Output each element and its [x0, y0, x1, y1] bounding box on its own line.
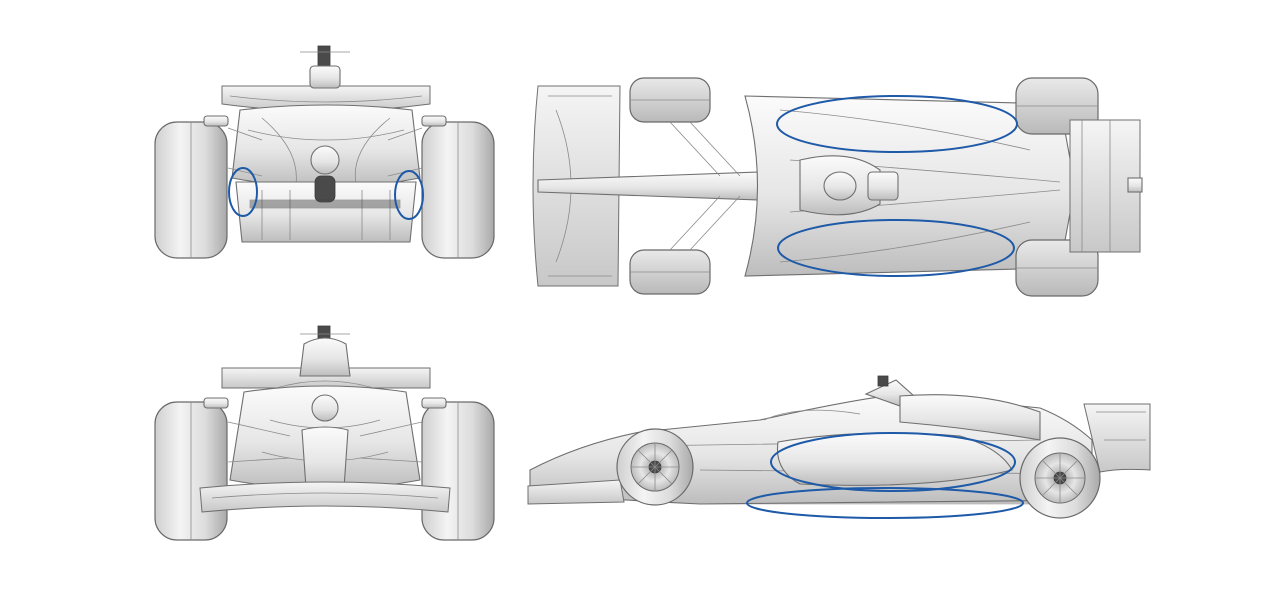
- rear-right-highlight: [394, 170, 424, 220]
- rear-wing-top: [1069, 119, 1141, 253]
- driver-helmet: [823, 171, 857, 201]
- driver-helmet-front: [311, 394, 339, 422]
- top-view: [532, 77, 1143, 297]
- side-sidepod-highlight: [770, 432, 1016, 492]
- side-floor-highlight: [746, 487, 1024, 519]
- top-lower-highlight: [777, 219, 1015, 277]
- rear-wing-side: [1083, 403, 1151, 473]
- front-view: [154, 325, 495, 541]
- rear-view: [154, 45, 495, 259]
- front-wing-front: [199, 481, 451, 513]
- rain-light: [314, 175, 336, 203]
- side-view: [527, 375, 1151, 519]
- rear-left-highlight: [228, 167, 258, 217]
- front-wing-side: [527, 479, 625, 505]
- diffuser: [235, 181, 417, 243]
- top-upper-highlight: [776, 95, 1018, 153]
